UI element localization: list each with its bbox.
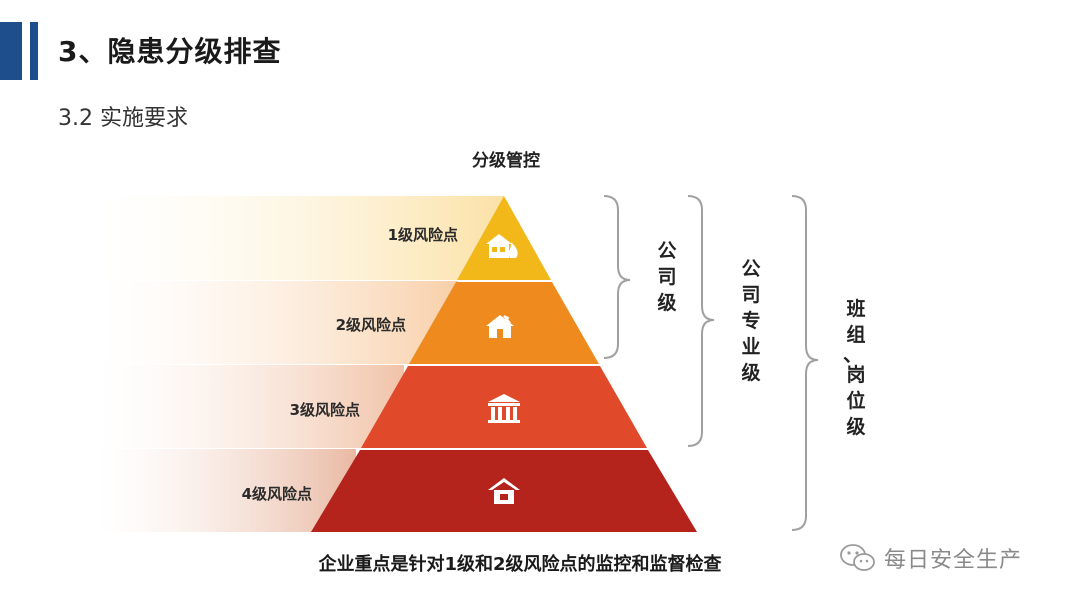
level-label-3: 3级风险点 bbox=[289, 401, 360, 419]
pyramid-layer-3 bbox=[361, 366, 647, 448]
background-band-3 bbox=[98, 365, 404, 448]
level-label-4: 4级风险点 bbox=[241, 485, 312, 503]
page-title: 3、隐患分级排查 bbox=[58, 35, 282, 68]
diagram-title: 分级管控 bbox=[472, 151, 540, 171]
bracket-team-post bbox=[791, 195, 819, 531]
background-band-2 bbox=[98, 281, 458, 364]
bracket-company-professional bbox=[687, 195, 715, 447]
bracket-label-company-professional: 公司专业级 bbox=[741, 258, 761, 384]
house-icon bbox=[488, 478, 520, 504]
watermark-text: 每日安全生产 bbox=[884, 548, 1023, 573]
bracket-label-team-post: 班组、岗位级 bbox=[843, 298, 866, 438]
factory-building-icon bbox=[488, 394, 520, 423]
background-band-1 bbox=[98, 196, 504, 280]
bracket-label-company: 公司级 bbox=[657, 240, 677, 314]
house-fire-icon bbox=[486, 234, 518, 258]
diagram-caption: 企业重点是针对1级和2级风险点的监控和监督检查 bbox=[318, 554, 722, 575]
background-band-4 bbox=[98, 449, 356, 532]
watermark: 每日安全生产 bbox=[840, 542, 1022, 574]
wechat-icon bbox=[840, 544, 875, 571]
house-roof-damage-icon bbox=[486, 315, 514, 338]
level-label-2: 2级风险点 bbox=[335, 316, 406, 334]
header-accent-bar bbox=[0, 22, 22, 80]
section-subtitle: 3.2 实施要求 bbox=[58, 106, 188, 131]
level-label-1: 1级风险点 bbox=[387, 226, 458, 244]
bracket-company bbox=[603, 195, 631, 359]
header-accent-bar-thin bbox=[30, 22, 38, 80]
